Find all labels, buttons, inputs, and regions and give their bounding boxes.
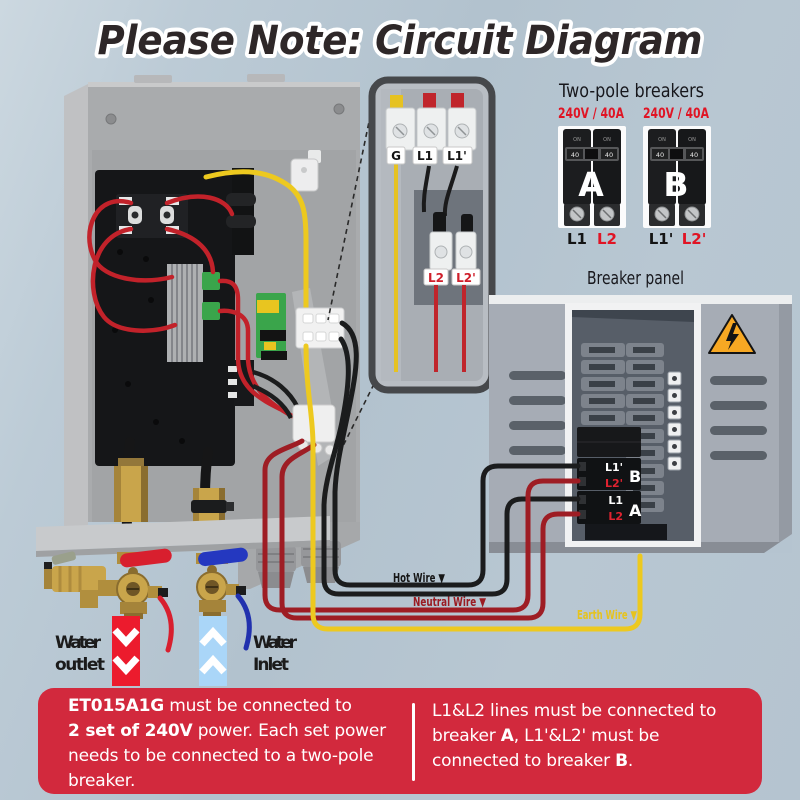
panel-label-l2: L2 [608, 510, 623, 523]
breaker-b-amp-right: 40 [690, 151, 698, 159]
breaker-b-letter: B [663, 165, 688, 204]
breaker-a-amp-right: 40 [605, 151, 613, 159]
breaker-panel-heading: Breaker panel [587, 268, 684, 289]
panel-letter-b: B [629, 467, 641, 486]
multi-pin-connector [295, 307, 345, 349]
panel-label-l1-prime: L1' [605, 461, 623, 474]
panel-breaker-group-b [577, 458, 641, 490]
note-divider [412, 703, 415, 781]
hot-wire-1 [332, 320, 581, 588]
inset-label-l1: L1 [417, 149, 433, 163]
page-title: Please Note: Circuit Diagram [98, 18, 703, 64]
inset-label-l2: L2 [428, 271, 444, 285]
two-pole-breakers-section: Two-pole breakers 240V / 40A 240V / 40A … [558, 80, 711, 248]
breaker-b-on-right: ON [688, 137, 696, 143]
panel-breakers-left [581, 343, 625, 425]
heatsink [167, 264, 203, 362]
inlet-valve [196, 547, 252, 651]
inlet-drain-handle [235, 593, 252, 651]
inset-label-l1-prime: L1' [447, 149, 467, 163]
panel-breaker-group-a [577, 491, 641, 524]
panel-label-l1: L1 [608, 494, 623, 507]
breaker-panel: Breaker panel [489, 268, 792, 553]
pressure-relief-valve [44, 551, 106, 608]
callout-lines [327, 87, 377, 453]
earth-wire-label: Earth Wire ▼ [577, 608, 638, 622]
water-inlet-label-line2: Inlet [253, 655, 289, 675]
earth-wire-top [203, 169, 309, 349]
inset-l1p-wire [442, 165, 459, 217]
inset-label-g: G [391, 149, 401, 163]
red-wires [87, 194, 295, 419]
inlet-valve-handle [198, 547, 248, 567]
rating-a: 240V / 40A [558, 106, 624, 122]
mounting-shelf [36, 516, 330, 557]
panel-vents [509, 371, 767, 460]
mount-tab [134, 75, 172, 83]
main-wires [262, 320, 643, 632]
screw-hole [333, 103, 345, 115]
panel-black-breakers: L1' L2' L1 L2 B A [577, 427, 642, 524]
breaker-b: ON ON 40 40 B [643, 126, 711, 228]
hot-wire-2 [321, 336, 581, 597]
outlet-valve [98, 548, 174, 653]
panel-label-l2-prime: L2' [605, 477, 623, 490]
breaker-a-pole-l2: L2 [597, 230, 617, 248]
hot-wire-label: Hot Wire ▼ [393, 571, 446, 585]
two-pole-heading: Two-pole breakers [558, 80, 704, 102]
outlet-valve-handle [120, 548, 172, 568]
breaker-b-pole-l2: L2' [682, 230, 707, 248]
terminal-connector [252, 369, 336, 456]
breaker-b-on-left: ON [658, 137, 666, 143]
water-inlet-label-line1: Water [253, 633, 298, 653]
inlet-flow-band [199, 616, 227, 686]
breaker-a: ON ON 40 40 A [558, 126, 626, 228]
rating-b: 240V / 40A [643, 106, 709, 122]
outlet-drain-handle [157, 595, 174, 653]
neutral-wire-label: Neutral Wire ▼ [413, 595, 487, 609]
warning-triangle-icon [708, 314, 756, 354]
neutral-wire-2 [279, 442, 581, 621]
screw-hole [105, 113, 117, 125]
water-outlet-label-line1: Water [55, 633, 102, 653]
mount-tab [247, 74, 285, 82]
bracket [290, 150, 321, 192]
inset-l1-wire [421, 165, 431, 213]
breaker-a-letter: A [578, 165, 604, 204]
terminal-inset: G L1 L1' L2 L2' [368, 76, 496, 394]
breaker-b-pole-l1: L1' [649, 230, 674, 248]
breaker-a-on-right: ON [603, 137, 611, 143]
outlet-flow-band [112, 616, 140, 686]
panel-letter-a: A [629, 501, 642, 520]
inlet-fitting [191, 488, 234, 526]
breaker-a-amp-left: 40 [571, 151, 579, 159]
pcb-components [202, 272, 287, 360]
earth-wire [303, 343, 643, 632]
outlet-fitting [114, 458, 148, 522]
panel-screws [667, 371, 682, 471]
breaker-b-amp-left: 40 [656, 151, 664, 159]
breaker-a-on-left: ON [573, 137, 581, 143]
water-outlet-label-line2: outlet [55, 655, 105, 675]
breaker-a-pole-l1: L1 [567, 230, 587, 248]
neutral-wire-1 [262, 438, 581, 613]
inset-label-l2-prime: L2' [456, 271, 476, 285]
